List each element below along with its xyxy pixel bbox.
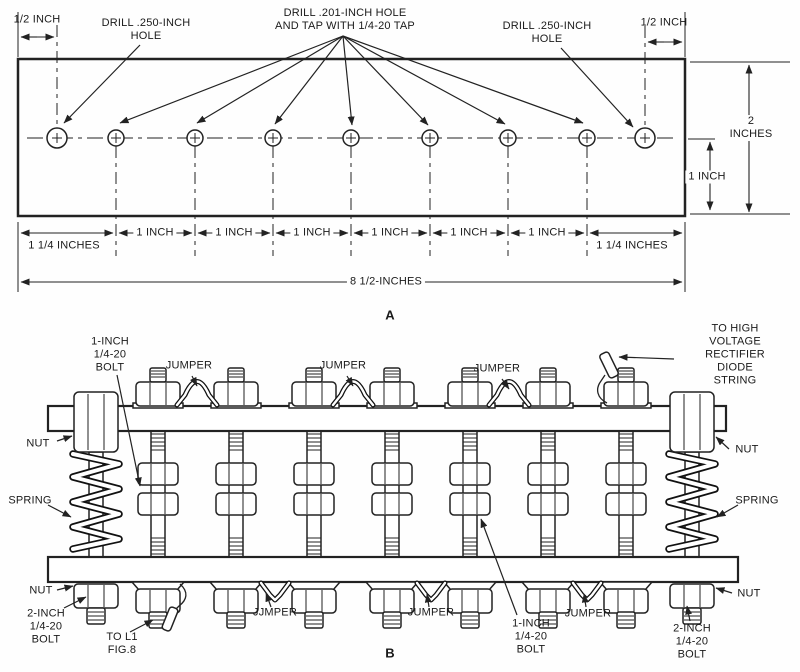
callout-jumper-bottom-1: JJMPER <box>253 606 297 619</box>
half-inch-dims <box>20 33 683 46</box>
section-label-b: B <box>385 645 395 661</box>
l1-wire <box>161 583 187 632</box>
dim-1-25-left: 1 1/4 INCHES <box>28 239 100 252</box>
dim-one-inch-3: 1 INCH <box>290 226 334 240</box>
tapped-hole-leaders <box>119 35 584 126</box>
callout-to-l1: TO L1 FIG.8 <box>106 631 138 656</box>
callout-drill-250-left: DRILL .250-INCH HOLE <box>101 17 191 42</box>
top-nuts <box>132 367 652 409</box>
callout-diode-string: TO HIGH VOLTAGE RECTIFIER DIODE STRING <box>705 322 765 387</box>
end-nut-right <box>669 391 715 453</box>
part-a-plate-drawing <box>16 12 790 292</box>
dim-one-inch-vertical: 1 INCH <box>685 170 729 184</box>
dim-one-inch-1: 1 INCH <box>133 226 177 240</box>
callout-nut-bottom-right: NUT <box>737 587 761 600</box>
callout-bolt-2in-right: 2-INCH 1/4-20 BOLT <box>673 622 711 661</box>
dim-half-inch-right: 1/2 INCH <box>640 16 688 29</box>
callout-jumper-bottom-3: JUMPER <box>564 607 612 620</box>
dim-1-25-right: 1 1/4 INCHES <box>596 239 668 252</box>
dim-half-inch-left: 1/2 INCH <box>13 13 61 26</box>
end-nut-left <box>73 391 119 453</box>
callout-drill-201: DRILL .201-INCH HOLE AND TAP WITH 1/4-20… <box>275 7 415 32</box>
dim-two-inches: 2 INCHES <box>726 115 776 141</box>
callout-jumper-top-2: JUMPER <box>319 359 367 372</box>
dim-one-inch-6: 1 INCH <box>525 226 569 240</box>
callout-bolt-1in-bottom: 1-INCH 1/4-20 BOLT <box>512 617 550 656</box>
top-bar <box>46 404 728 433</box>
callout-bolt-2in-left: 2-INCH 1/4-20 BOLT <box>27 607 65 646</box>
drilled-holes <box>46 127 656 149</box>
callout-bolt-1in-top: 1-INCH 1/4-20 BOLT <box>91 335 129 374</box>
dim-overall: 8 1/2-INCHES <box>346 275 426 289</box>
drill-250-left-leader <box>63 44 141 124</box>
callout-spring-right: SPRING <box>735 494 779 507</box>
bottom-nuts <box>73 581 715 629</box>
part-b-leaders <box>47 353 739 633</box>
callout-jumper-top-1: JUMPER <box>165 359 213 372</box>
bottom-bar <box>46 555 740 584</box>
dim-one-inch-2: 1 INCH <box>212 226 256 240</box>
callout-drill-250-right: DRILL .250-INCH HOLE <box>502 20 592 45</box>
callout-jumper-bottom-2: JUMPER <box>407 606 455 619</box>
diode-wire <box>596 351 619 404</box>
callout-jumper-top-3: JUMPER <box>473 362 521 375</box>
section-label-a: A <box>385 307 395 323</box>
callout-spring-left: SPRING <box>8 494 52 507</box>
part-b-assembly-drawing <box>46 351 740 633</box>
dim-one-inch-4: 1 INCH <box>368 226 412 240</box>
callout-nut-top-left: NUT <box>26 437 50 450</box>
callout-nut-top-right: NUT <box>735 443 759 456</box>
dim-one-inch-5: 1 INCH <box>447 226 491 240</box>
callout-nut-bottom-left: NUT <box>29 584 53 597</box>
drill-250-right-leader <box>560 47 634 128</box>
